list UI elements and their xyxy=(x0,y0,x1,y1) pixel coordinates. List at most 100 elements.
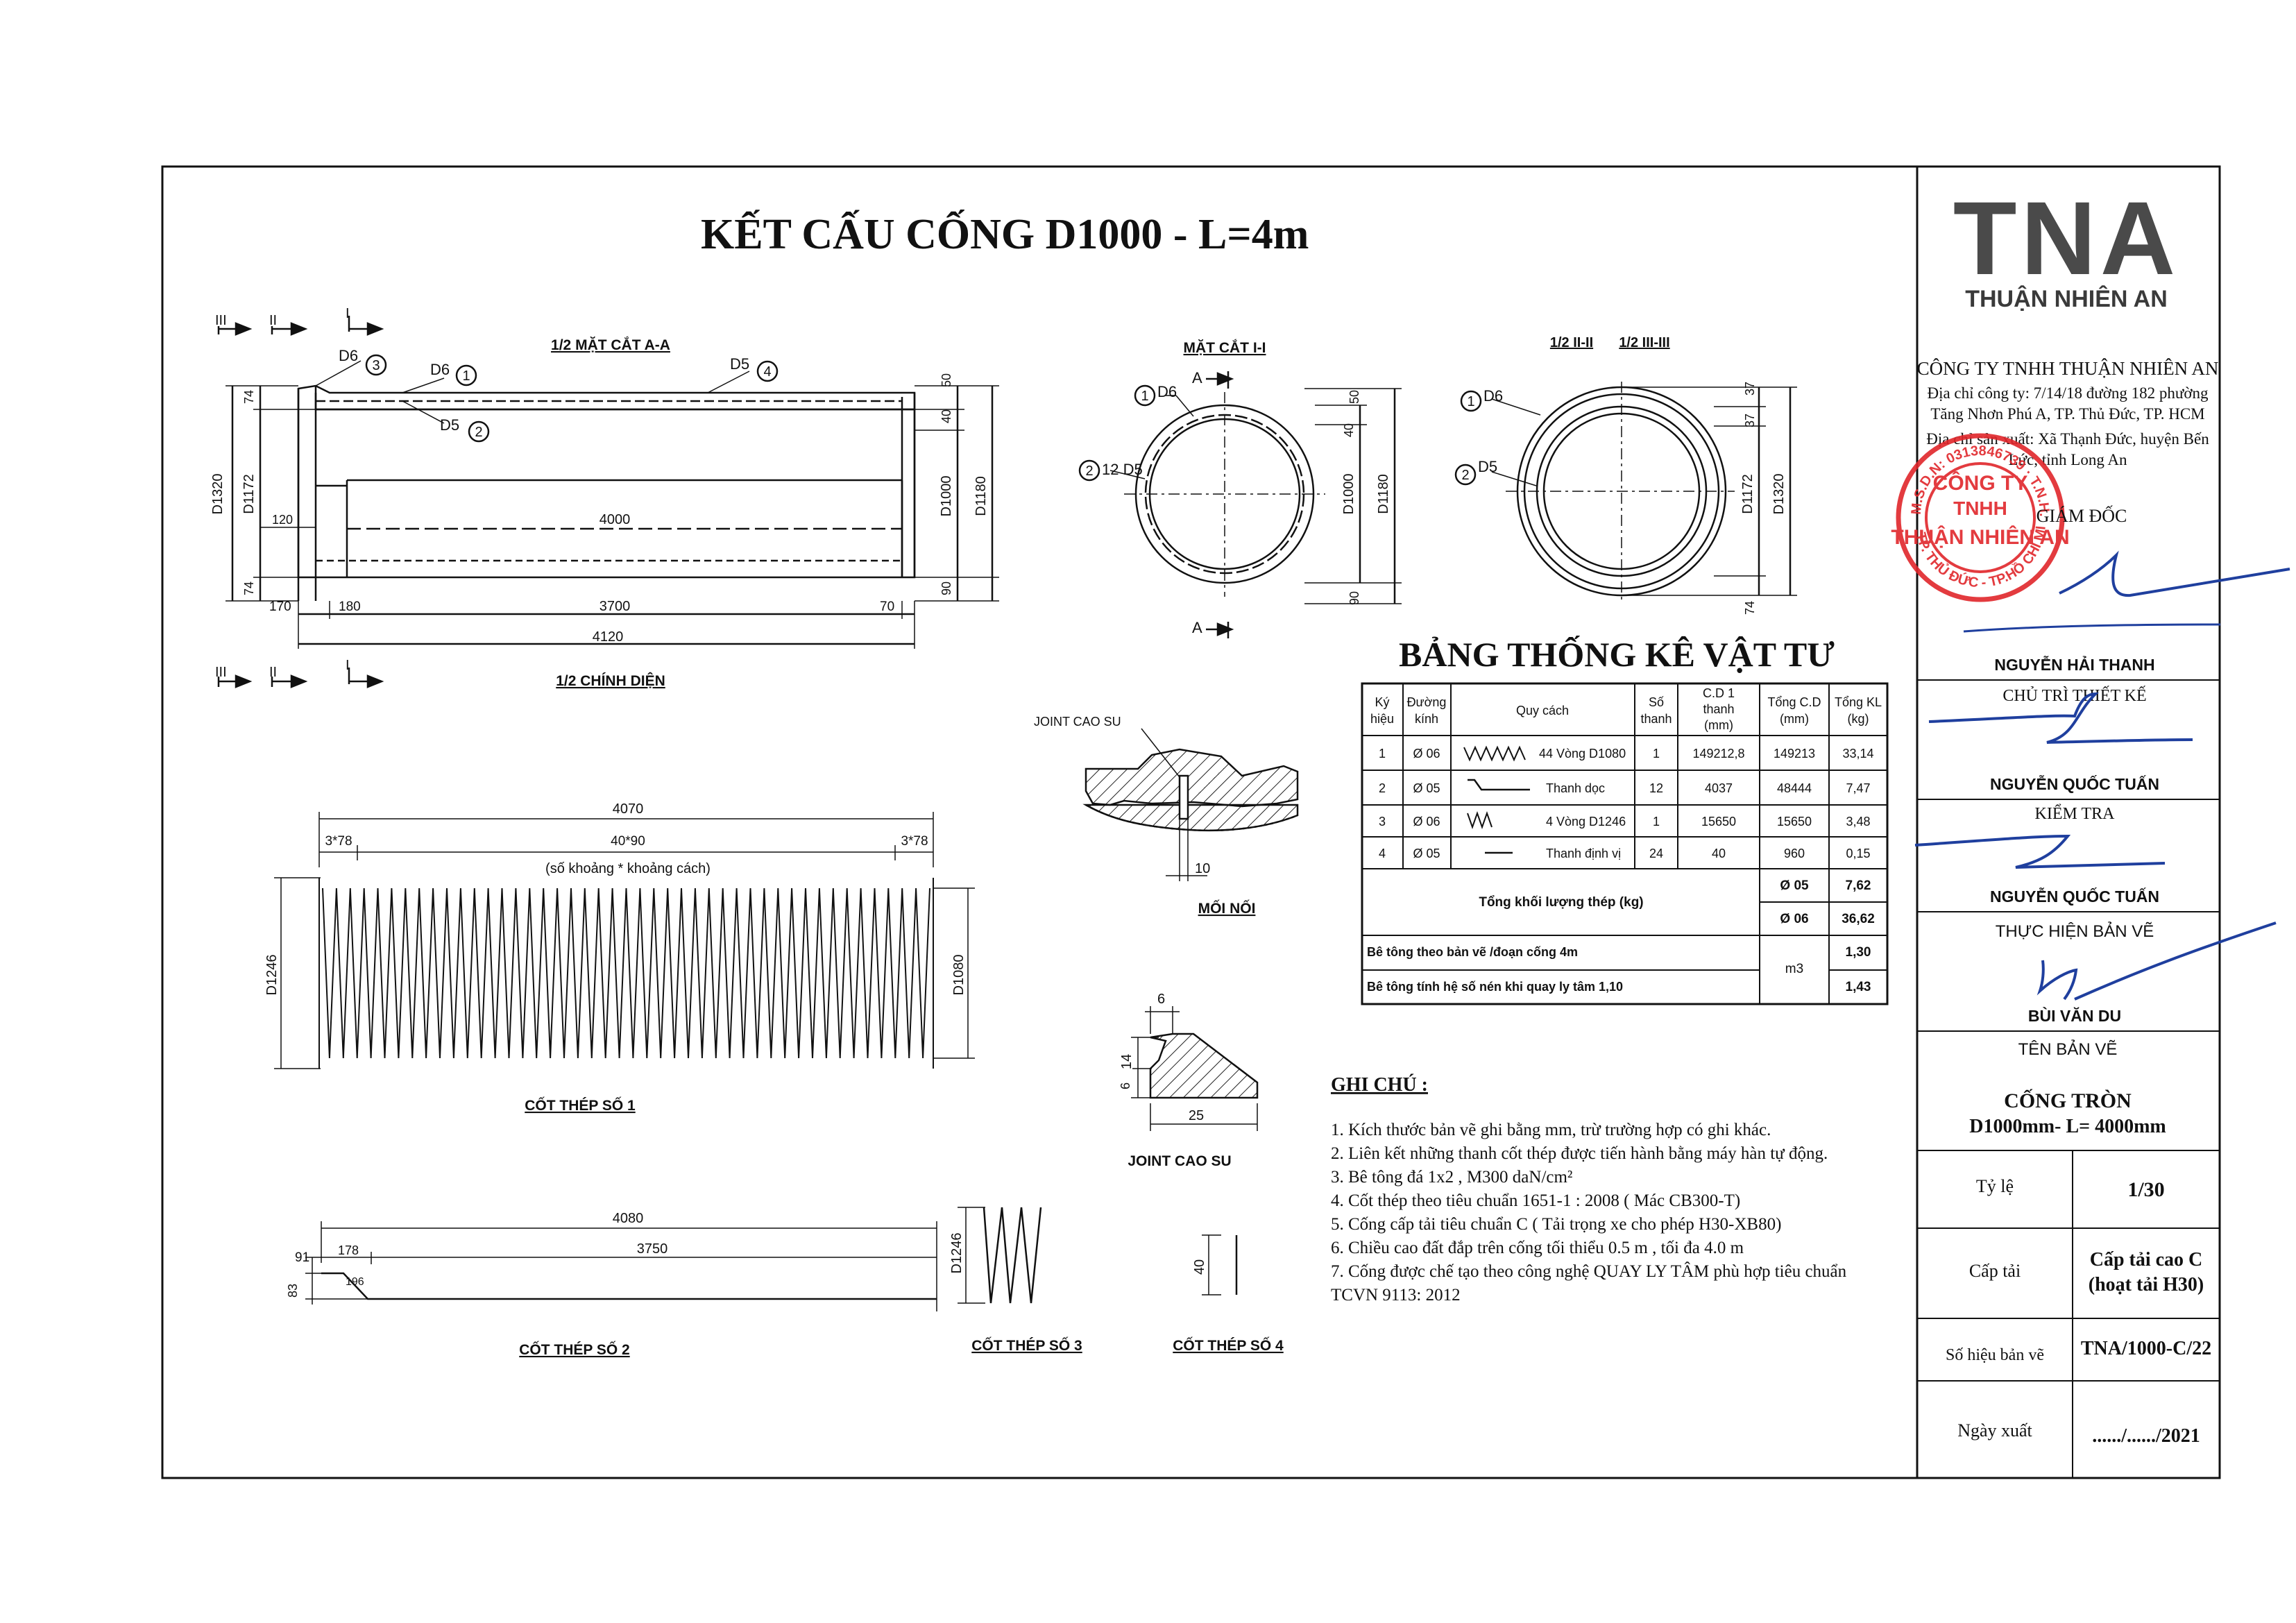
section-i-i xyxy=(1078,371,1402,638)
dim-40: 40 xyxy=(939,409,953,423)
marker-a-top: A xyxy=(1192,369,1202,386)
table-cell: 3,48 xyxy=(1846,815,1870,829)
label-half-front: 1/2 CHÍNH DIỆN xyxy=(556,672,665,689)
rebar-4 xyxy=(1202,1234,1238,1295)
dim-74-top: 74 xyxy=(242,390,256,404)
info-value-date: ....../....../2021 xyxy=(2092,1425,2200,1447)
rubber-dim-14: 14 xyxy=(1119,1054,1134,1069)
th-diameter-2: kính xyxy=(1415,712,1438,726)
notes-title: GHI CHÚ : xyxy=(1331,1074,1428,1096)
th-diameter: Đường xyxy=(1407,695,1447,709)
callout-num-1-ii: 1 xyxy=(1467,394,1474,409)
marker-i-bottom: I xyxy=(346,658,350,673)
rubber-dim-6a: 6 xyxy=(1157,992,1165,1007)
dim-50: 50 xyxy=(939,373,953,387)
pipe-longitudinal-view: III II I xyxy=(215,306,999,688)
note-4: 4. Cốt thép theo tiêu chuẩn 1651-1 : 200… xyxy=(1331,1191,1740,1210)
concrete-label-2: Bê tông tính hệ số nén khi quay ly tâm 1… xyxy=(1367,980,1623,994)
rebar-1 xyxy=(274,812,975,1069)
signature-chief-designer xyxy=(1928,692,2193,744)
steel-total-d06-label: Ø 06 xyxy=(1780,912,1808,926)
callout-num-2-i: 2 xyxy=(1085,464,1093,479)
rebar1-spacing-note: (số khoảng * khoảng cách) xyxy=(545,861,711,876)
dim-3700: 3700 xyxy=(599,599,631,614)
person-director: NGUYỄN HẢI THANH xyxy=(1994,654,2154,674)
rebar2-dim-3750: 3750 xyxy=(637,1241,668,1257)
rebar2-dim-196: 196 xyxy=(346,1276,364,1288)
note-1: 1. Kích thước bản vẽ ghi bằng mm, trừ tr… xyxy=(1331,1121,1771,1139)
bent-bar-icon xyxy=(1468,779,1530,791)
role-drafter: THỰC HIỆN BẢN VẼ xyxy=(1996,921,2154,941)
role-director: GIÁM ĐỐC xyxy=(2036,506,2127,526)
dim-90: 90 xyxy=(939,581,953,595)
note-7: 7. Cống được chế tạo theo công nghệ QUAY… xyxy=(1331,1261,1847,1281)
table-cell: Thanh dọc xyxy=(1546,781,1605,795)
dim-d1320-ii: D1320 xyxy=(1771,474,1787,515)
th-total-length: Tổng C.D xyxy=(1767,695,1821,709)
drawing-name-label: TÊN BẢN VẼ xyxy=(2018,1039,2118,1059)
rebar3-dim-d1246: D1246 xyxy=(949,1233,964,1274)
dim-74-bottom: 74 xyxy=(242,581,256,595)
dim-74-ii: 74 xyxy=(1743,601,1757,615)
rubber-joint-title: JOINT CAO SU xyxy=(1128,1153,1231,1169)
person-chief-designer: NGUYỄN QUỐC TUẤN xyxy=(1990,774,2159,793)
dim-4120: 4120 xyxy=(593,629,624,645)
info-value-load-2: (hoạt tải H30) xyxy=(2089,1274,2204,1295)
steel-total-label: Tổng khối lượng thép (kg) xyxy=(1479,895,1643,910)
table-cell: 2 xyxy=(1379,781,1386,795)
dim-d1320: D1320 xyxy=(210,474,226,515)
callout-d6-3: D6 xyxy=(339,347,358,364)
label-half-iii: 1/2 III-III xyxy=(1619,335,1669,350)
dim-37-top: 37 xyxy=(1743,382,1757,396)
rebar-3-labels: D1246 CỐT THÉP SỐ 3 xyxy=(949,1233,1082,1354)
callout-d6-i: D6 xyxy=(1157,383,1177,400)
company-name: CÔNG TY TNHH THUẬN NHIÊN AN xyxy=(1917,358,2219,379)
rebar-2 xyxy=(305,1221,937,1311)
marker-iii-top: III xyxy=(215,313,227,328)
rebar-2-labels: 4080 3750 91 178 196 83 CỐT THÉP SỐ 2 xyxy=(286,1211,667,1358)
table-cell: Ø 05 xyxy=(1413,781,1440,795)
signature-drafter xyxy=(2036,921,2277,1001)
th-count: Số xyxy=(1649,695,1664,709)
callout-num-2-ii: 2 xyxy=(1461,468,1469,483)
rebar-1-labels: 4070 3*78 40*90 3*78 (số khoảng * khoảng… xyxy=(264,801,967,1114)
steel-total-d06-value: 36,62 xyxy=(1842,912,1875,926)
material-table: BẢNG THỐNG KÊ VẬT TƯ Ký hiệu Đường kính … xyxy=(1361,634,1889,1005)
callout-num-4: 4 xyxy=(763,364,771,380)
callout-d6-ii: D6 xyxy=(1483,387,1503,405)
dim-90-i: 90 xyxy=(1347,591,1361,605)
person-checker: NGUYỄN QUỐC TUẤN xyxy=(1990,886,2159,906)
callout-num-1: 1 xyxy=(462,368,470,384)
label-half-section-aa: 1/2 MẶT CẮT A-A xyxy=(551,337,670,353)
table-cell: Ø 05 xyxy=(1413,847,1440,860)
table-cell: 960 xyxy=(1784,847,1805,860)
rebar3-title: CỐT THÉP SỐ 3 xyxy=(971,1337,1082,1354)
spiral-coil-path xyxy=(322,887,930,1059)
rubber-joint-profile xyxy=(1131,1006,1259,1131)
callout-num-1-i: 1 xyxy=(1141,389,1148,404)
signature-director xyxy=(2059,550,2290,597)
th-unit-length-3: (mm) xyxy=(1704,718,1733,732)
table-cell: Ø 06 xyxy=(1413,815,1440,829)
table-cell: 3 xyxy=(1379,815,1386,829)
rebar1-dim-378-right: 3*78 xyxy=(901,834,928,849)
th-total-weight: Tổng KL xyxy=(1835,695,1882,709)
dim-d1180: D1180 xyxy=(973,476,989,516)
table-cell: 7,47 xyxy=(1846,781,1870,795)
logo-name: THUẬN NHIÊN AN xyxy=(1965,286,2168,312)
table-cell: 40 xyxy=(1712,847,1726,860)
ring-icon xyxy=(1467,810,1493,830)
steel-total-d05-value: 7,62 xyxy=(1846,878,1871,893)
table-cell: 4 xyxy=(1379,847,1386,860)
note-2: 2. Liên kết những thanh cốt thép được ti… xyxy=(1331,1144,1828,1163)
rubber-dim-6b: 6 xyxy=(1119,1082,1132,1089)
table-cell: 149212,8 xyxy=(1692,747,1744,760)
table-cell: 4 Vòng D1246 xyxy=(1546,815,1626,829)
marker-ii-top: II xyxy=(269,313,277,328)
rubber-joint-labels: 6 14 6 25 JOINT CAO SU xyxy=(1119,992,1232,1169)
section-ii-iii-labels: 1/2 II-II 1/2 III-III D6 1 D5 2 37 37 D1… xyxy=(1461,335,1787,615)
dim-4000: 4000 xyxy=(599,512,631,527)
role-checker: KIỂM TRA xyxy=(2035,804,2116,823)
